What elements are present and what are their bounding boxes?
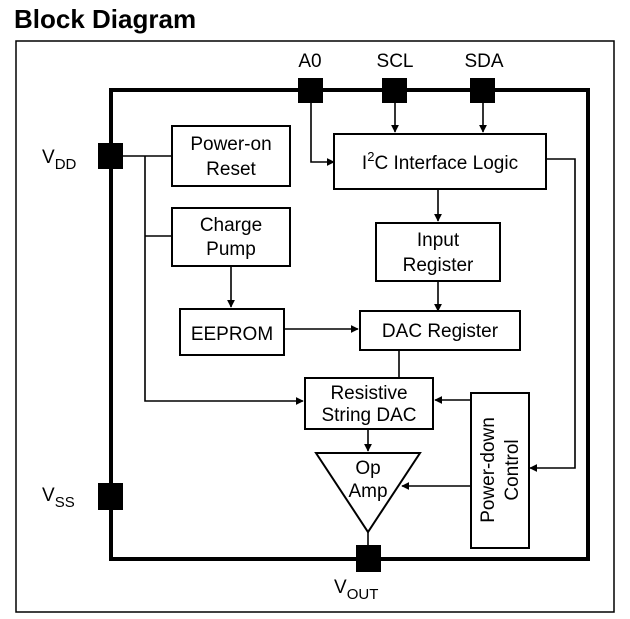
svg-text:Resistive: Resistive xyxy=(330,383,407,404)
sda-pad xyxy=(470,78,495,103)
vss-pin-label: VSS xyxy=(42,485,75,511)
charge-pump-block: Charge Pump xyxy=(171,207,291,267)
op-amp-triangle: Op Amp xyxy=(314,452,422,534)
eeprom-block: EEPROM xyxy=(179,308,285,356)
vdd-pin-label: VDD xyxy=(42,147,77,173)
power-down-control-block: Power-down Control xyxy=(470,392,530,549)
a0-pin-label: A0 xyxy=(298,51,321,72)
scl-pad xyxy=(382,78,407,103)
svg-text:Amp: Amp xyxy=(348,481,387,502)
svg-text:Power-down: Power-down xyxy=(478,417,499,523)
scl-pin-label: SCL xyxy=(377,51,414,72)
vss-pad xyxy=(98,483,123,510)
svg-text:Register: Register xyxy=(403,255,474,276)
i2c-interface-logic-block: I2C Interface Logic xyxy=(333,133,547,190)
vout-pad xyxy=(356,545,381,572)
svg-text:Charge: Charge xyxy=(200,215,262,236)
svg-text:Input: Input xyxy=(417,230,460,251)
page-title: Block Diagram xyxy=(14,4,197,34)
input-register-block: Input Register xyxy=(375,222,501,282)
wiring xyxy=(122,100,576,548)
sda-pin-label: SDA xyxy=(464,51,503,72)
svg-text:Pump: Pump xyxy=(206,239,256,260)
svg-text:String DAC: String DAC xyxy=(321,405,416,426)
resistive-string-dac-block: Resistive String DAC xyxy=(304,377,434,430)
svg-text:Op: Op xyxy=(355,458,380,479)
dac-register-block: DAC Register xyxy=(359,310,521,351)
outer-frame xyxy=(15,40,615,613)
svg-text:Power-on: Power-on xyxy=(190,134,271,155)
chip-outline xyxy=(109,88,590,561)
a0-pad xyxy=(298,78,323,103)
power-on-reset-block: Power-on Reset xyxy=(171,125,291,187)
svg-text:Reset: Reset xyxy=(206,159,256,180)
svg-text:Control: Control xyxy=(502,439,523,500)
svg-text:DAC Register: DAC Register xyxy=(382,321,499,342)
svg-text:I2C Interface Logic: I2C Interface Logic xyxy=(362,149,518,174)
vdd-pad xyxy=(98,143,123,169)
svg-text:EEPROM: EEPROM xyxy=(191,324,273,345)
vout-pin-label: VOUT xyxy=(334,577,378,603)
